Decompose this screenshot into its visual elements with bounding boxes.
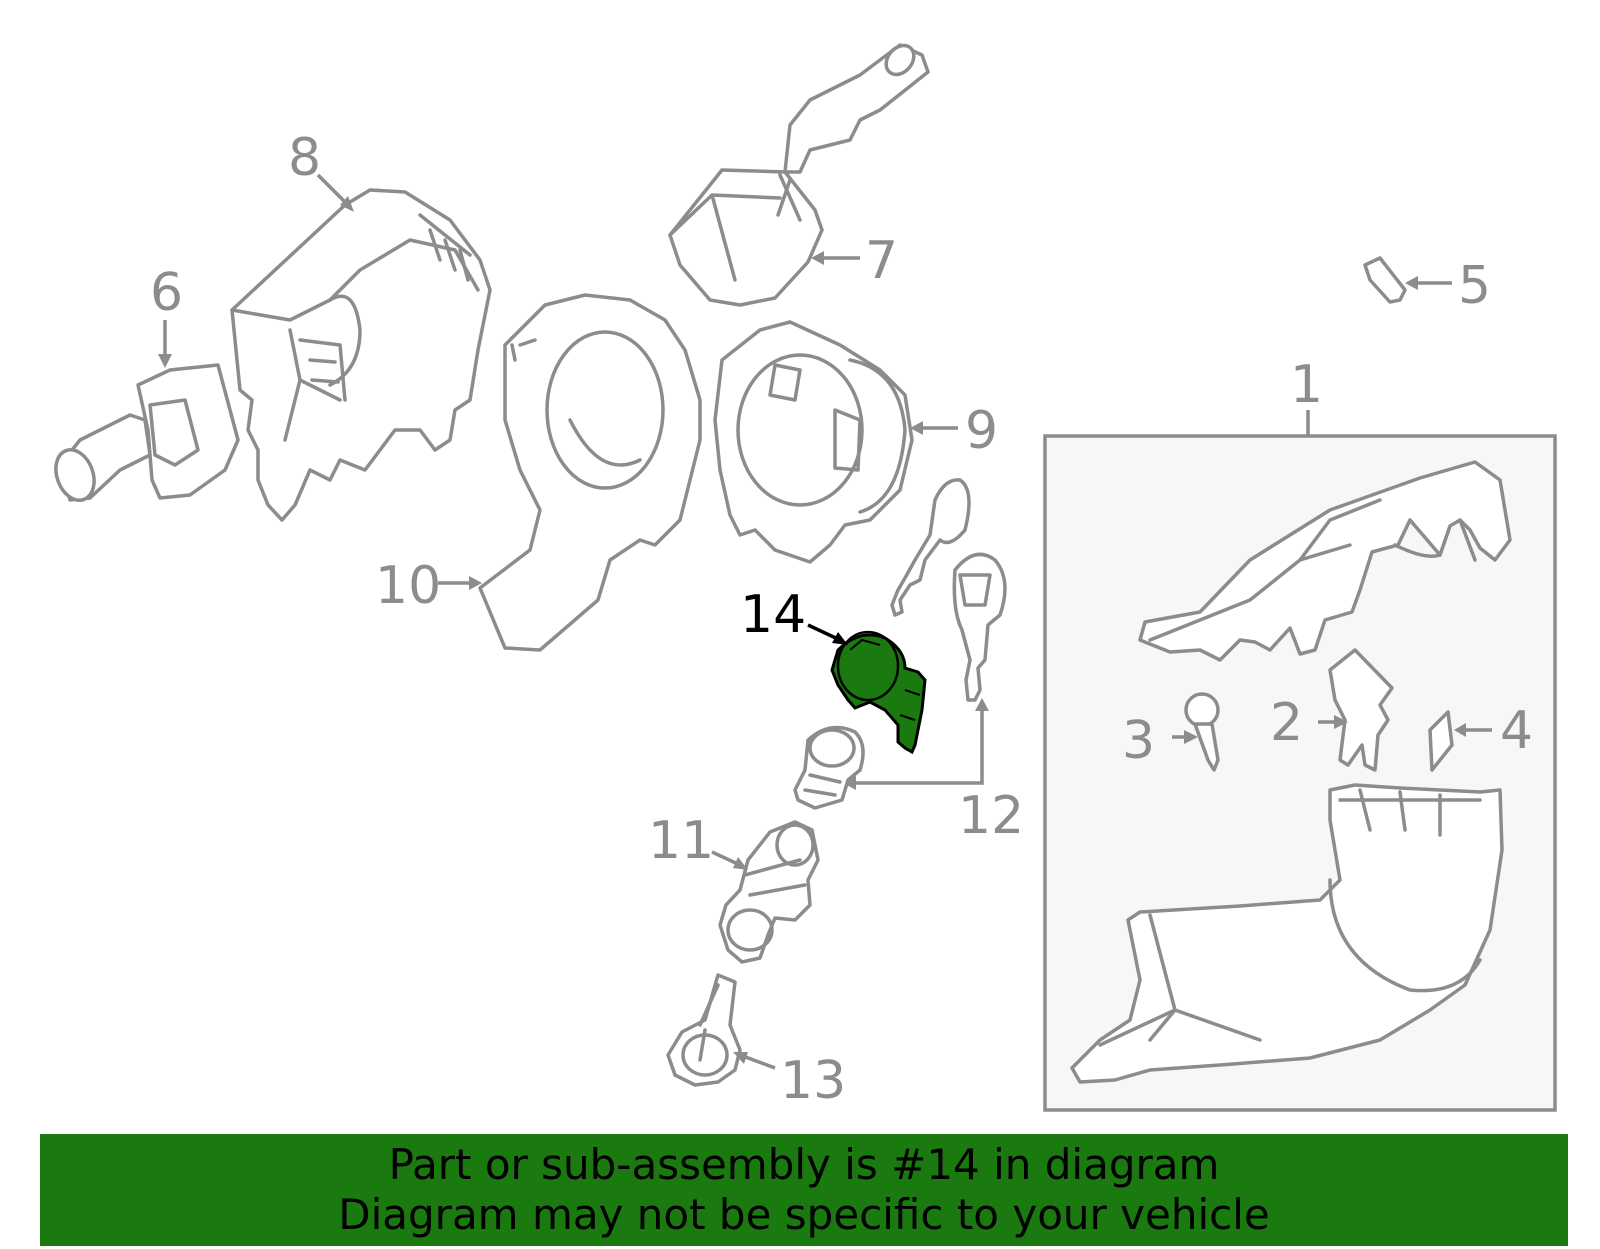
- label-13[interactable]: 13: [780, 1051, 846, 1111]
- screw-3[interactable]: [1184, 692, 1220, 728]
- label-3[interactable]: 3: [1122, 711, 1155, 771]
- label-4[interactable]: 4: [1500, 701, 1533, 761]
- bulb-5[interactable]: [1363, 256, 1407, 304]
- ignition-part-14[interactable]: [830, 630, 927, 755]
- label-6[interactable]: 6: [150, 263, 183, 323]
- switch-6[interactable]: [49, 363, 240, 506]
- label-5[interactable]: 5: [1458, 256, 1491, 316]
- keys-12[interactable]: [890, 478, 1007, 702]
- clip-2[interactable]: [1328, 648, 1394, 772]
- combination-switch-8[interactable]: [230, 188, 492, 522]
- label-1[interactable]: 1: [1290, 355, 1323, 415]
- label-7[interactable]: 7: [865, 231, 898, 291]
- banner-line-1: Part or sub-assembly is #14 in diagram: [388, 1140, 1220, 1189]
- spiral-cable-10[interactable]: [478, 293, 702, 652]
- label-12[interactable]: 12: [958, 786, 1024, 846]
- label-10[interactable]: 10: [375, 556, 441, 616]
- clock-spring-9[interactable]: [713, 320, 914, 564]
- lower-column-cover[interactable]: [1070, 783, 1504, 1084]
- switch-13[interactable]: [666, 973, 742, 1087]
- label-9[interactable]: 9: [965, 401, 998, 461]
- upper-column-cover[interactable]: [1138, 460, 1512, 662]
- label-14[interactable]: 14: [740, 585, 806, 645]
- banner-line-2: Diagram may not be specific to your vehi…: [338, 1190, 1270, 1239]
- clip-4[interactable]: [1428, 710, 1454, 772]
- info-banner: Part or sub-assembly is #14 in diagram D…: [40, 1134, 1568, 1246]
- ignition-switch-11[interactable]: [718, 820, 820, 964]
- wiper-switch-7[interactable]: [668, 40, 930, 307]
- label-11[interactable]: 11: [648, 811, 714, 871]
- lock-cylinder[interactable]: [793, 725, 865, 810]
- label-8[interactable]: 8: [288, 128, 321, 188]
- label-2[interactable]: 2: [1270, 693, 1303, 753]
